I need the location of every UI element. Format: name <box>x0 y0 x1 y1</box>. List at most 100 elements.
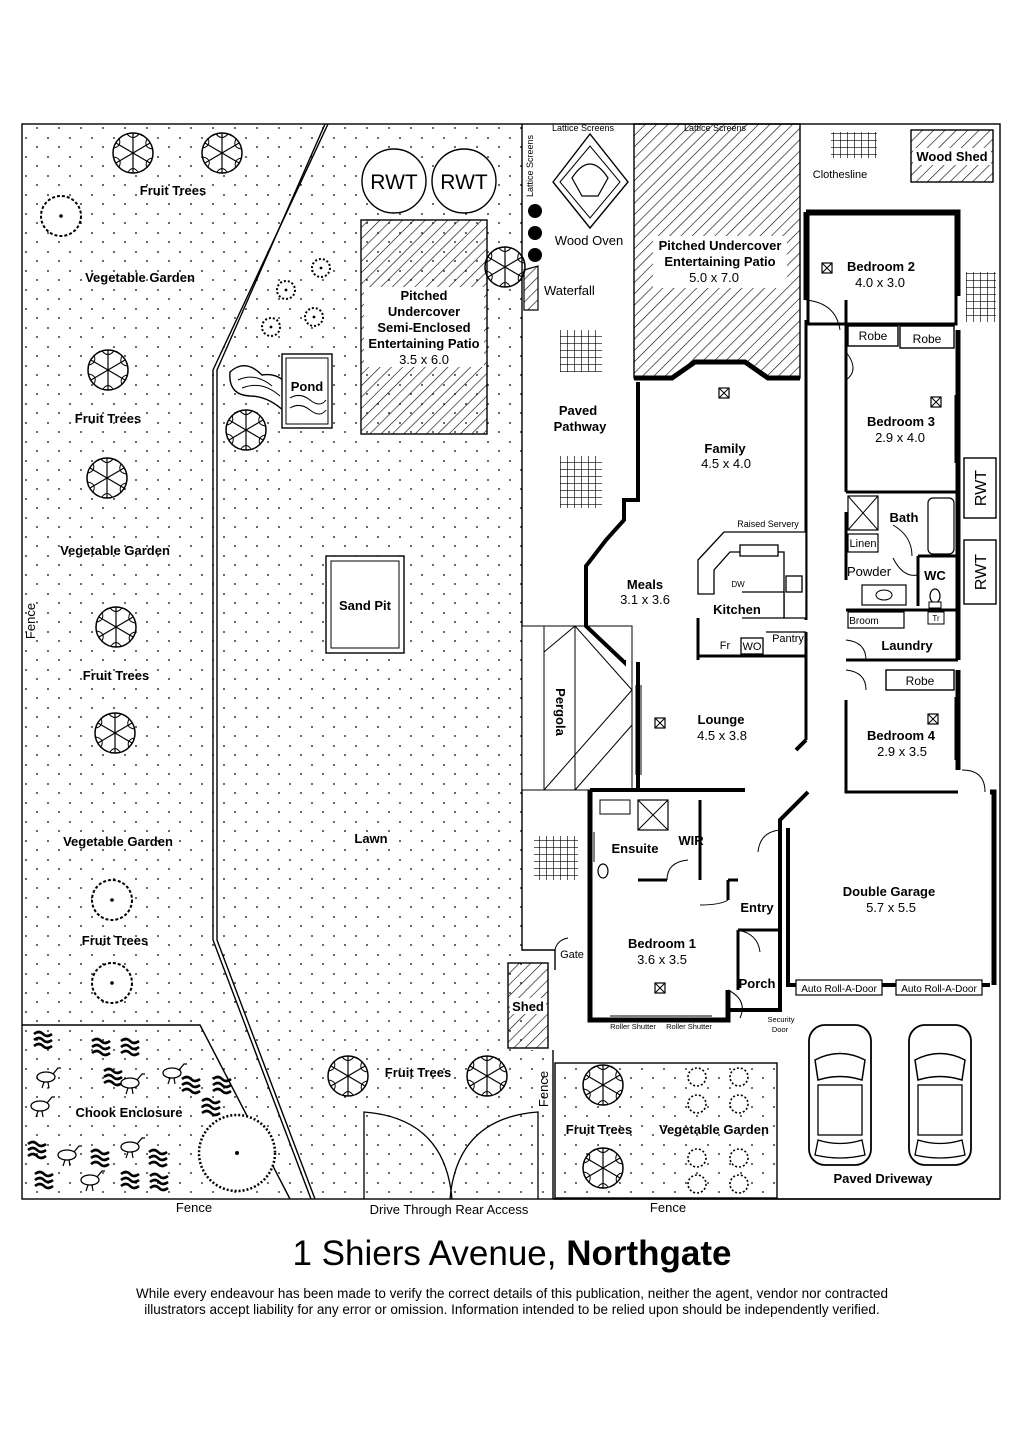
car-icon <box>908 1024 972 1166</box>
patio-left-label: Pitched <box>401 288 448 303</box>
fruit-tree-icon <box>86 457 128 499</box>
wir-label: WIR <box>678 833 704 848</box>
drive-through-label: Drive Through Rear Access <box>370 1202 529 1217</box>
robe <box>847 325 899 347</box>
fruit-trees-label: Fruit Trees <box>385 1065 451 1080</box>
fruit-tree-icon <box>87 349 129 391</box>
powder-label: Powder <box>847 564 892 579</box>
bath-label: Bath <box>890 510 919 525</box>
vegetable-garden-label: Vegetable Garden <box>60 543 170 558</box>
paved-pathway-label: Paved <box>559 403 597 418</box>
fruit-tree-icon <box>582 1064 624 1106</box>
sand-pit <box>325 555 405 654</box>
fence-label: Fence <box>176 1200 212 1215</box>
patio-left-label-4: Entertaining Patio <box>368 336 479 351</box>
paving-icon <box>534 836 578 880</box>
dishwasher-label: DW <box>731 580 745 589</box>
patio-right-label: Pitched Undercover <box>659 238 782 253</box>
fruit-tree-icon <box>327 1055 369 1097</box>
patio-left-label-3: Semi-Enclosed <box>377 320 470 335</box>
trough-icon <box>927 611 945 625</box>
patio-left-size: 3.5 x 6.0 <box>399 352 449 367</box>
auto-door-label: Auto Roll-A-Door <box>901 984 977 995</box>
disclaimer-line-2: illustrators accept liability for any er… <box>144 1302 880 1317</box>
kitchen-benches <box>696 531 807 660</box>
paving-icon <box>966 272 996 322</box>
title-suburb: Northgate <box>566 1234 732 1273</box>
rainwater-tank-icon <box>963 539 997 605</box>
sand-pit-label: Sand Pit <box>339 598 392 613</box>
pergola <box>521 625 633 791</box>
family-size: 4.5 x 4.0 <box>701 456 751 471</box>
vegetable-garden-label: Vegetable Garden <box>63 834 173 849</box>
garage-door[interactable] <box>795 979 883 996</box>
wood-shed-label: Wood Shed <box>916 149 987 164</box>
window-marks <box>588 247 961 1022</box>
rwt-label: RWT <box>440 171 488 194</box>
shrub-icon <box>304 307 324 327</box>
roller-shutter-label: Roller Shutter <box>610 1022 656 1031</box>
wood-oven-label: Wood Oven <box>555 233 623 248</box>
fruit-tree-icon <box>582 1147 624 1189</box>
vanity-icon <box>599 799 631 815</box>
robe <box>899 325 955 349</box>
bedroom-2-size: 4.0 x 3.0 <box>855 275 905 290</box>
large-tree-icon <box>197 1113 277 1193</box>
ceiling-fan-icon <box>654 717 666 729</box>
disclaimer-line-1: While every endeavour has been made to v… <box>136 1286 888 1301</box>
security-door-label-2: Door <box>772 1025 789 1034</box>
rear-access-gates[interactable] <box>363 1111 539 1200</box>
rwt-label: RWT <box>973 554 990 590</box>
shrub-icon <box>91 962 133 1004</box>
fruit-tree-icon <box>466 1055 508 1097</box>
gate-label: Gate <box>560 949 584 961</box>
fruit-tree-icon <box>95 606 137 648</box>
broom-cupboard <box>847 611 905 629</box>
fruit-trees-label: Fruit Trees <box>82 933 148 948</box>
lattice-screens-label: Lattice Screens <box>552 123 615 133</box>
ceiling-fan-icon <box>821 262 833 274</box>
robe-label: Robe <box>906 674 935 688</box>
paved-driveway-label: Paved Driveway <box>833 1171 933 1186</box>
vegetable-garden-label: Vegetable Garden <box>85 270 195 285</box>
patio-left-label-2: Undercover <box>388 304 460 319</box>
patio-right-size: 5.0 x 7.0 <box>689 270 739 285</box>
vegetable-garden-area <box>22 124 328 1199</box>
rwt-label: RWT <box>973 470 990 506</box>
ensuite-label: Ensuite <box>612 841 659 856</box>
shrub-icon <box>91 879 133 921</box>
laundry-label: Laundry <box>881 638 933 653</box>
waterfall-icon <box>523 265 539 311</box>
lounge-size: 4.5 x 3.8 <box>697 728 747 743</box>
fruit-tree-icon <box>225 409 267 451</box>
garage-door[interactable] <box>895 979 983 996</box>
bedroom-3-label: Bedroom 3 <box>867 414 935 429</box>
rwt-label: RWT <box>370 171 418 194</box>
clothesline-label: Clothesline <box>813 169 867 181</box>
ceiling-fan-icon <box>654 982 666 994</box>
porch-label: Porch <box>739 976 776 991</box>
shrub-icon <box>311 258 331 278</box>
bedroom-4-size: 2.9 x 3.5 <box>877 744 927 759</box>
bathtub-icon <box>927 497 955 555</box>
disclaimer: While every endeavour has been made to v… <box>0 1286 1024 1318</box>
lawn-label: Lawn <box>354 831 387 846</box>
pond <box>229 353 333 429</box>
fruit-trees-label: Fruit Trees <box>566 1122 632 1137</box>
shed-label: Shed <box>512 999 544 1014</box>
linen-label: Linen <box>850 538 877 550</box>
rainwater-tank-icon <box>361 148 427 214</box>
rainwater-tank-icon <box>963 457 997 519</box>
rainwater-tank-icon <box>431 148 497 214</box>
door-swings <box>554 299 986 1019</box>
waterfall-label: Waterfall <box>544 283 595 298</box>
fruit-tree-icon <box>484 246 526 288</box>
bedroom-2 <box>806 212 958 326</box>
family-label: Family <box>704 441 746 456</box>
fruit-tree-icon <box>112 132 154 174</box>
ceiling-fan-icon <box>927 713 939 725</box>
entry-label: Entry <box>740 900 774 915</box>
page-title: 1 Shiers Avenue, Northgate <box>0 1234 1024 1274</box>
robe-label: Robe <box>859 329 888 343</box>
fruit-trees-label: Fruit Trees <box>75 411 141 426</box>
